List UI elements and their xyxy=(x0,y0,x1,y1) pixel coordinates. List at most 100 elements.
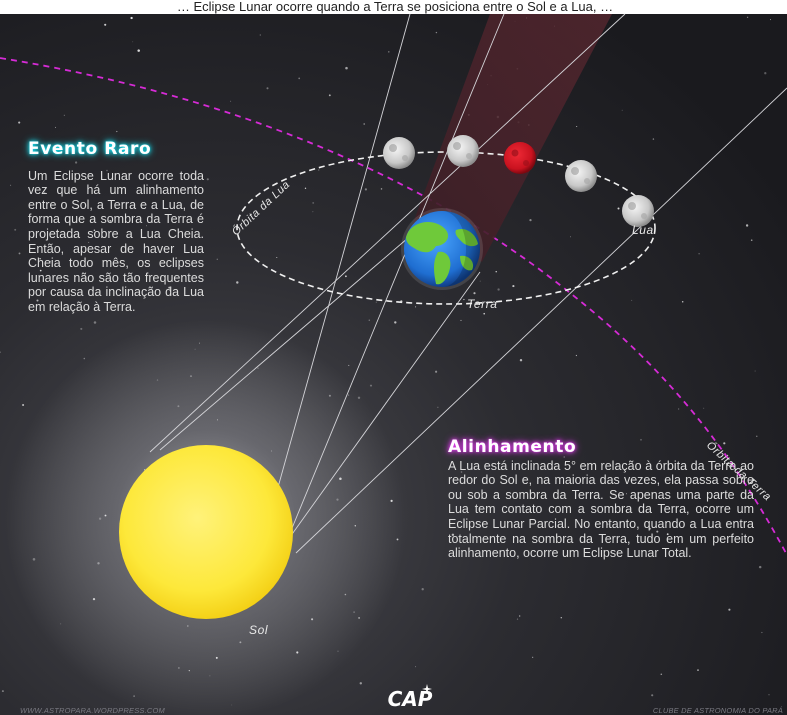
star xyxy=(369,384,373,387)
star xyxy=(230,100,232,102)
star xyxy=(512,285,515,288)
star xyxy=(473,292,476,295)
star xyxy=(39,269,42,272)
star xyxy=(681,301,684,303)
star xyxy=(497,288,500,291)
star xyxy=(746,16,749,18)
cap-logo: CAP xyxy=(388,684,433,711)
star xyxy=(298,77,301,80)
star xyxy=(516,618,519,620)
footer-club-name: CLUBE DE ASTRONOMIA DO PARÁ xyxy=(652,706,783,715)
star xyxy=(483,312,486,315)
moon-orbit-path xyxy=(236,151,656,305)
star xyxy=(697,669,699,671)
star xyxy=(660,673,663,675)
star xyxy=(394,321,397,324)
star xyxy=(606,523,609,526)
alinhamento-text: A Lua está inclinada 5° em relação à órb… xyxy=(448,458,754,561)
star xyxy=(756,435,758,437)
star xyxy=(451,533,455,537)
star xyxy=(519,615,521,617)
star xyxy=(39,257,41,260)
star xyxy=(137,49,140,52)
star xyxy=(768,694,770,696)
footer-website: WWW.ASTROPARA.WORDPRESS.COM xyxy=(20,706,165,715)
star xyxy=(55,126,56,128)
star xyxy=(348,364,350,366)
moon-phase-1 xyxy=(383,137,415,169)
star xyxy=(421,588,424,591)
star xyxy=(770,19,771,21)
star xyxy=(43,192,46,195)
star xyxy=(359,682,362,685)
star xyxy=(750,239,753,241)
star xyxy=(388,51,390,53)
star xyxy=(368,319,371,321)
star xyxy=(14,228,17,231)
star xyxy=(22,403,25,407)
star xyxy=(428,698,430,701)
star xyxy=(621,109,623,111)
star xyxy=(93,229,96,232)
star xyxy=(415,306,417,308)
star xyxy=(563,456,565,458)
star xyxy=(146,225,148,227)
alinhamento-section: Alinhamento A Lua está inclinada 5° em r… xyxy=(448,439,754,561)
star xyxy=(328,94,331,97)
star xyxy=(500,467,502,469)
star xyxy=(666,533,669,536)
star xyxy=(109,219,112,222)
header-text: … Eclipse Lunar ocorre quando a Terra se… xyxy=(177,0,613,14)
star xyxy=(312,211,314,213)
star xyxy=(74,161,78,164)
star xyxy=(83,357,86,360)
star xyxy=(63,114,65,116)
star xyxy=(656,530,659,533)
logo-text: CAP xyxy=(388,687,433,711)
star xyxy=(363,123,366,125)
moon-phase-2 xyxy=(447,135,479,167)
star xyxy=(745,224,749,227)
star xyxy=(529,218,532,222)
evento-raro-heading: Evento Raro xyxy=(28,139,152,159)
star xyxy=(88,241,90,243)
star xyxy=(345,275,347,278)
star xyxy=(236,281,239,284)
star xyxy=(625,493,627,495)
star xyxy=(18,121,21,124)
star xyxy=(576,125,578,128)
star xyxy=(130,16,133,20)
star xyxy=(304,187,307,189)
star xyxy=(560,616,563,619)
star xyxy=(677,408,680,410)
star xyxy=(49,260,52,263)
star xyxy=(18,252,21,255)
star xyxy=(435,31,438,34)
star xyxy=(728,608,731,611)
star xyxy=(761,631,763,634)
moon-phase-4 xyxy=(565,160,597,192)
sun-label: Sol xyxy=(249,623,268,637)
star xyxy=(10,184,12,186)
star xyxy=(495,271,497,273)
star xyxy=(613,493,615,495)
star xyxy=(36,299,39,302)
star xyxy=(649,527,651,530)
moon-label: Lua xyxy=(632,223,654,237)
star xyxy=(652,138,655,140)
star xyxy=(437,406,439,408)
earth-label: Terra xyxy=(467,297,498,311)
earth-orbit-path xyxy=(0,57,787,556)
earth-shadow-cone xyxy=(412,14,612,262)
star xyxy=(276,257,278,258)
star xyxy=(380,188,383,190)
star xyxy=(640,438,642,441)
star xyxy=(317,169,320,171)
evento-raro-text: Um Eclipse Lunar ocorre toda vez que há … xyxy=(28,168,204,314)
sparkle-icon xyxy=(422,684,432,694)
star xyxy=(460,319,462,321)
star xyxy=(259,34,261,36)
star xyxy=(106,169,108,172)
